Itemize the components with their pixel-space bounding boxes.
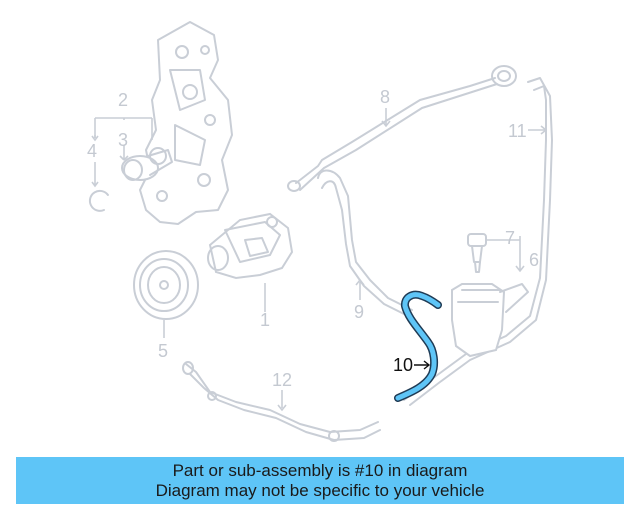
part-info-banner: Part or sub-assembly is #10 in diagram D… [16, 457, 624, 504]
tensioner-roller [121, 147, 173, 181]
callout-12: 12 [272, 370, 292, 390]
callout-8: 8 [380, 87, 390, 107]
pulley [133, 250, 199, 338]
return-hose-9 [317, 169, 413, 317]
callout-10: 10 [393, 355, 413, 375]
callout-9: 9 [354, 302, 364, 322]
callout-1: 1 [260, 310, 270, 330]
parts-diagram: 2 3 4 5 1 8 9 11 [87, 21, 553, 442]
callout-11: 11 [508, 121, 527, 141]
banner-line-2: Diagram may not be specific to your vehi… [155, 480, 485, 500]
reservoir-cap [467, 233, 521, 273]
callout-6: 6 [529, 250, 539, 270]
callout-7: 7 [505, 228, 515, 248]
callout-3: 3 [118, 130, 128, 150]
power-steering-pump [207, 212, 294, 312]
highlighted-hose-10 [394, 290, 442, 402]
cooler-line-12 [182, 361, 381, 442]
reservoir [451, 240, 529, 358]
pressure-line-8 [287, 65, 517, 192]
callout-group-2-3-4 [91, 117, 153, 188]
snap-ring [88, 189, 109, 212]
callout-5: 5 [158, 341, 168, 361]
return-line-11 [403, 77, 553, 406]
callout-2: 2 [118, 90, 128, 110]
banner-line-1: Part or sub-assembly is #10 in diagram [172, 460, 468, 480]
callout-4: 4 [87, 141, 97, 161]
pump-bracket [139, 21, 233, 225]
